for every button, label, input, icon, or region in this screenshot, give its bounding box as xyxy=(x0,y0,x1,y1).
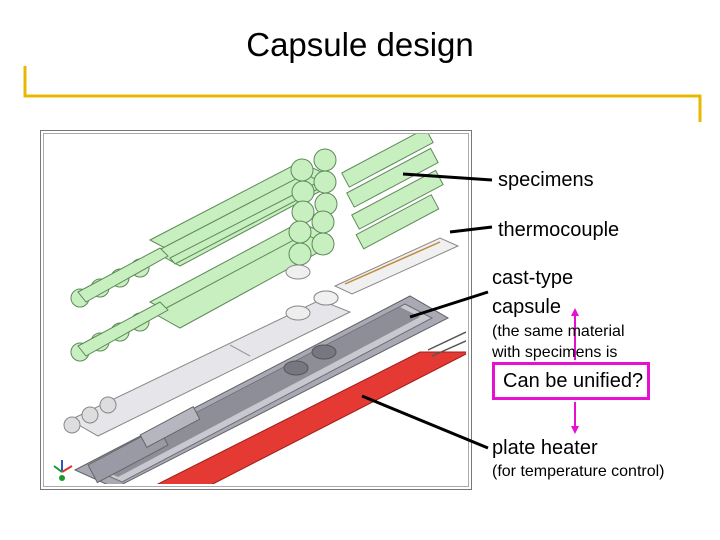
heater-label: plate heater xyxy=(492,437,598,459)
specimens-upper-shape xyxy=(70,134,444,308)
capsule-shape xyxy=(73,295,450,484)
specimens-lower-shape xyxy=(70,210,339,362)
plate-heater-shape xyxy=(156,331,466,484)
page-title: Capsule design xyxy=(246,26,474,63)
model-viewport-inner xyxy=(43,133,469,487)
unify-callout-text: Can be unified? xyxy=(503,370,644,392)
material-note-line2: with specimens is xyxy=(492,344,618,361)
unify-callout-box: Can be unified? xyxy=(492,362,650,400)
inner-plate-shape xyxy=(63,290,352,437)
axis-triad-icon xyxy=(53,460,73,481)
heater-note: (for temperature control) xyxy=(492,463,665,480)
thermocouple-shape xyxy=(333,237,460,295)
specimens-leader-line xyxy=(402,172,493,182)
capsule-label-line1: cast-type xyxy=(492,267,574,289)
thermocouple-leader-line xyxy=(449,225,493,234)
material-note-line1: (the same material xyxy=(492,323,625,340)
capsule-leader-line xyxy=(409,290,489,319)
capsule-label-line2: capsule xyxy=(492,296,561,318)
heater-leader-line xyxy=(361,394,489,450)
specimens-label: specimens xyxy=(498,169,594,191)
thermocouple-label: thermocouple xyxy=(498,219,620,241)
